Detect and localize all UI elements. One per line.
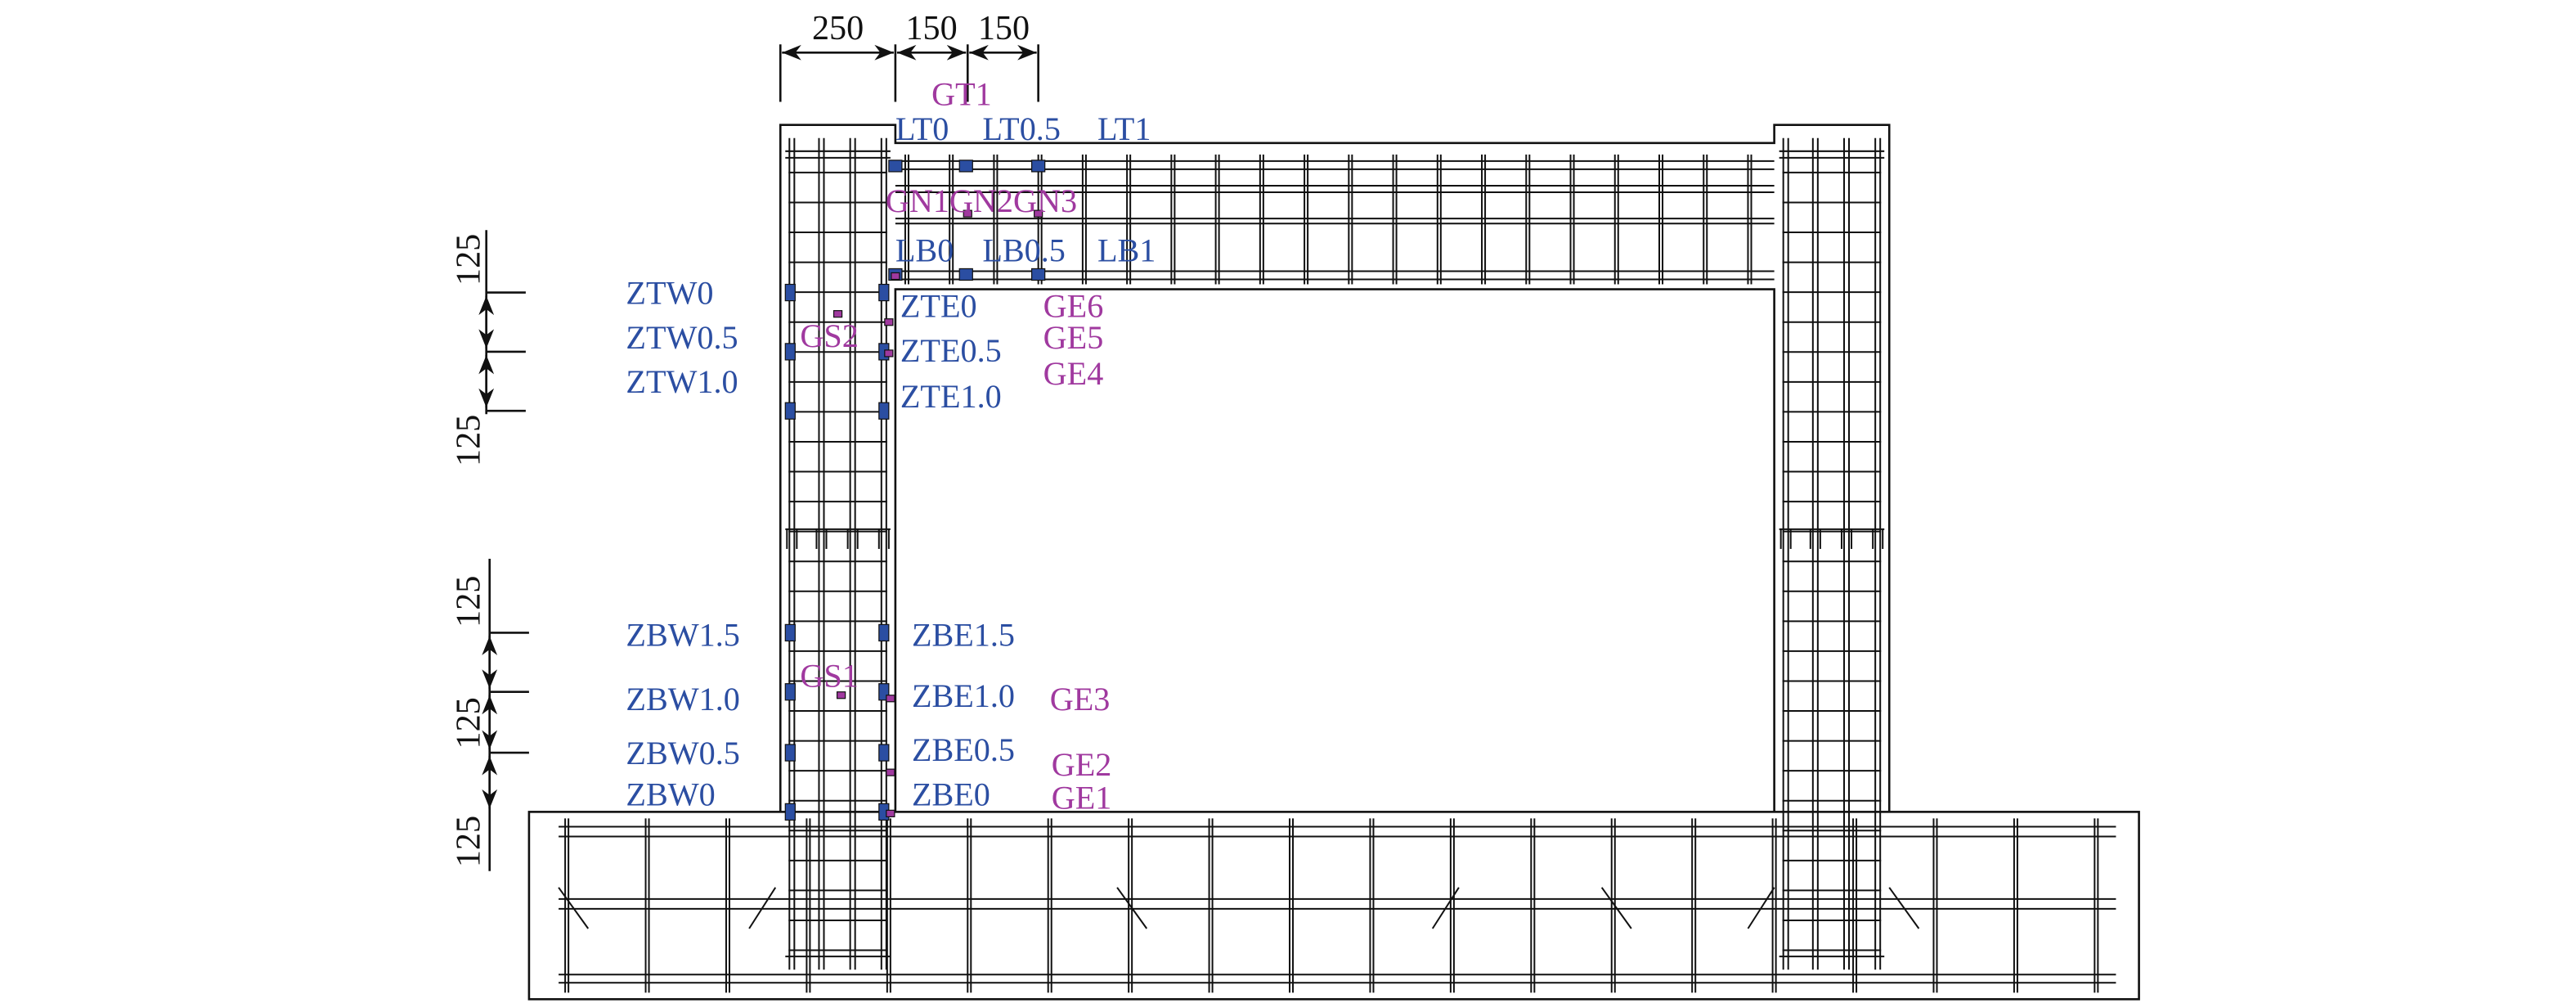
steel-strain-gauge xyxy=(886,809,895,818)
label-gs2: GS2 xyxy=(800,317,858,354)
steel-strain-gauge xyxy=(891,272,900,281)
label-gt1: GT1 xyxy=(931,76,992,113)
dim-125-3: 125 xyxy=(450,576,488,627)
left-dimensions: 125 125 125 125 125 xyxy=(450,230,529,871)
label-ge3: GE3 xyxy=(1050,681,1111,717)
label-lb05: LB0.5 xyxy=(982,232,1066,268)
foundation-tie-bar xyxy=(1600,887,1632,929)
beam-bottom-strain-sensor xyxy=(958,268,973,281)
rebar-cage xyxy=(558,137,2116,993)
concrete-strain-sensor xyxy=(878,283,890,302)
label-zte0: ZTE0 xyxy=(900,288,977,325)
foundation-tie-bar xyxy=(558,887,590,929)
label-gn1-gn2-gn3: GN1GN2GN3 xyxy=(886,182,1077,219)
label-zbe0: ZBE0 xyxy=(912,776,990,812)
label-ge5: GE5 xyxy=(1043,319,1104,356)
steel-strain-gauge xyxy=(884,349,894,358)
foundation-tie-bar xyxy=(1431,887,1460,929)
label-lt05: LT0.5 xyxy=(982,110,1061,147)
steel-strain-gauge xyxy=(884,318,894,326)
foundation-tie-bar xyxy=(748,887,777,929)
concrete-strain-sensor xyxy=(784,283,796,302)
concrete-strain-sensor xyxy=(784,623,796,642)
label-zbw05: ZBW0.5 xyxy=(626,735,739,771)
dim-150-a: 150 xyxy=(905,9,957,47)
label-zbe05: ZBE0.5 xyxy=(912,731,1015,768)
label-zte05: ZTE0.5 xyxy=(900,332,1002,369)
beam-top-strain-sensor xyxy=(1031,160,1046,173)
label-zbw15: ZBW1.5 xyxy=(626,616,739,653)
foundation-tie-bar xyxy=(1116,887,1148,929)
steel-strain-gauge xyxy=(963,209,972,218)
label-ztw0: ZTW0 xyxy=(626,275,713,312)
steel-strain-gauge xyxy=(832,310,843,318)
label-lb0: LB0 xyxy=(895,232,954,268)
concrete-strain-sensor xyxy=(784,683,796,701)
concrete-strain-sensor xyxy=(878,623,890,642)
foundation-beam xyxy=(527,811,2140,1001)
label-ge4: GE4 xyxy=(1043,355,1104,392)
top-dimensions: 250 150 150 xyxy=(779,9,1039,102)
label-ge6: GE6 xyxy=(1043,288,1104,325)
steel-strain-gauge xyxy=(1034,209,1043,218)
concrete-strain-sensor xyxy=(784,803,796,821)
label-ge1: GE1 xyxy=(1052,779,1112,816)
label-zbe15: ZBE1.5 xyxy=(912,616,1015,653)
dim-125-5: 125 xyxy=(450,816,488,867)
top-column-labels: ZTW0 ZTW0.5 ZTW1.0 GS2 ZTE0 ZTE0.5 ZTE1.… xyxy=(626,275,1103,416)
concrete-strain-sensor xyxy=(784,402,796,420)
concrete-strain-sensor xyxy=(784,343,796,361)
label-lt1: LT1 xyxy=(1097,110,1151,147)
label-lt0: LT0 xyxy=(895,110,949,147)
beam-top-strain-sensor xyxy=(958,160,973,173)
dim-250: 250 xyxy=(812,9,864,47)
steel-strain-gauge xyxy=(836,691,846,699)
label-ge2: GE2 xyxy=(1052,746,1112,783)
bottom-column-labels: ZBW1.5 ZBW1.0 ZBW0.5 ZBW0 GS1 ZBE1.5 ZBE… xyxy=(626,616,1111,816)
foundation-tie-bar xyxy=(1747,887,1775,929)
beam-labels: GT1 LT0 LT0.5 LT1 GN1GN2GN3 LB0 LB0.5 LB… xyxy=(886,76,1156,269)
foundation-tie-bar xyxy=(1888,887,1920,929)
label-gs1: GS1 xyxy=(800,658,858,695)
dim-125-4: 125 xyxy=(450,697,488,749)
concrete-strain-sensor xyxy=(784,744,796,762)
label-zbe10: ZBE1.0 xyxy=(912,677,1015,714)
concrete-strain-sensor xyxy=(878,744,890,762)
frame-outline xyxy=(527,124,2140,1001)
steel-strain-gauge xyxy=(886,695,895,703)
label-zbw10: ZBW1.0 xyxy=(626,681,739,717)
label-ztw05: ZTW0.5 xyxy=(626,319,738,356)
label-zte10: ZTE1.0 xyxy=(900,378,1002,415)
label-ztw10: ZTW1.0 xyxy=(626,363,738,400)
dim-125-2: 125 xyxy=(450,415,488,466)
beam-top-strain-sensor xyxy=(888,160,903,173)
beam-bottom-strain-sensor xyxy=(1031,268,1046,281)
dim-150-b: 150 xyxy=(978,9,1030,47)
label-lb1: LB1 xyxy=(1097,232,1156,268)
strain-sensors xyxy=(784,160,1046,821)
label-zbw0: ZBW0 xyxy=(626,776,715,812)
dim-125-1: 125 xyxy=(450,234,488,286)
steel-strain-gauge xyxy=(886,768,895,776)
concrete-strain-sensor xyxy=(878,402,890,420)
